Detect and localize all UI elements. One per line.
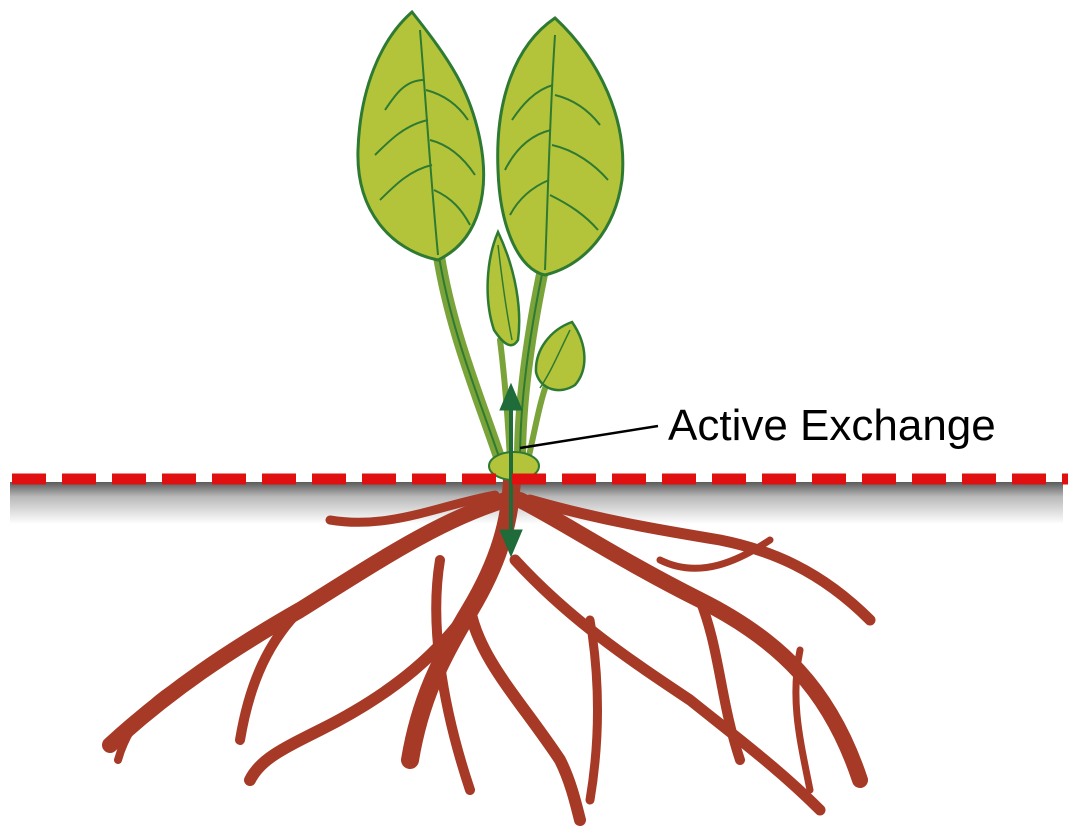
leaf-right xyxy=(498,18,623,275)
leaf-small-right xyxy=(536,322,584,390)
label-leader-line xyxy=(520,426,658,448)
active-exchange-label: Active Exchange xyxy=(668,401,996,451)
roots xyxy=(110,480,870,820)
leaf-left xyxy=(358,12,484,260)
